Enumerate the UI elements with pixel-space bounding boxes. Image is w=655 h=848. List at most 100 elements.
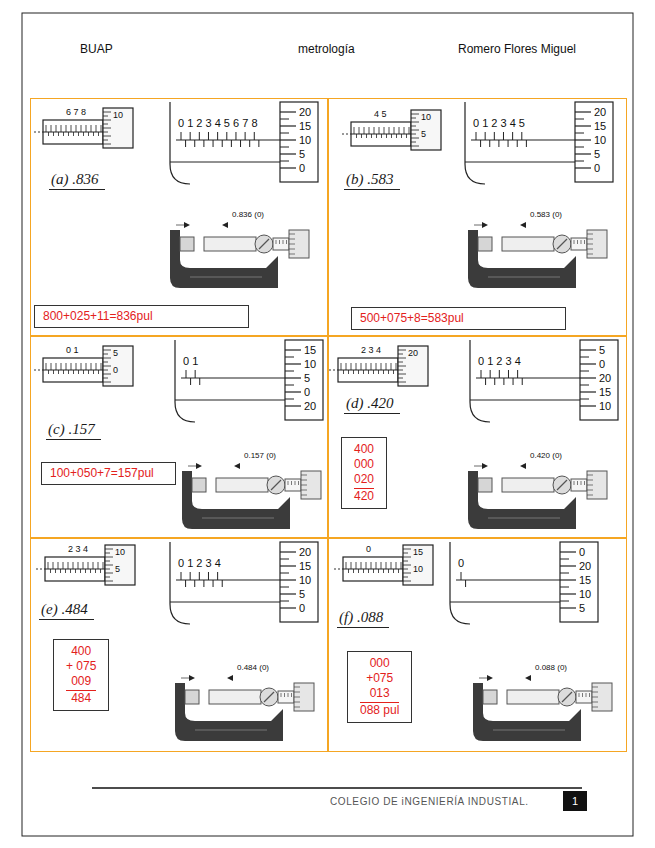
thimble-number: 5 <box>115 564 120 575</box>
thimble <box>103 346 133 386</box>
thimble-number: 10 <box>579 588 591 601</box>
spindle <box>502 478 554 492</box>
sleeve-tick <box>371 134 372 138</box>
thimble-tick <box>103 354 108 355</box>
sleeve-tick <box>396 134 397 138</box>
thimble-tick <box>103 374 111 375</box>
calculation-text: 500+075+8=583pul <box>360 311 557 326</box>
reference-line <box>456 579 560 580</box>
arrow-mark <box>482 463 488 469</box>
sleeve-tick <box>91 363 92 370</box>
reference-line <box>476 377 580 378</box>
header-text: metrología <box>298 42 355 56</box>
thimble-tick <box>285 363 301 364</box>
thimble-number: 15 <box>579 574 591 587</box>
sleeve-tick <box>291 481 292 485</box>
spindle <box>216 478 268 492</box>
arrow-mark <box>227 675 233 681</box>
sleeve-tick <box>258 140 259 147</box>
sleeve-tick <box>73 370 74 374</box>
calculation-text: 009 <box>66 674 96 689</box>
lock-nut <box>553 235 571 253</box>
frame-highlight <box>488 277 560 278</box>
frame-outline <box>470 340 490 422</box>
micrometer-frame <box>175 683 283 741</box>
thimble-tick <box>285 399 294 400</box>
thimble-tick <box>592 687 598 688</box>
thimble-tick <box>105 581 113 582</box>
thimble-tick <box>580 385 589 386</box>
thimble-tick <box>105 577 110 578</box>
thimble-tick <box>403 553 408 554</box>
thimble-tick <box>105 557 113 558</box>
sleeve-tick <box>584 240 585 244</box>
thimble-tick <box>398 378 403 379</box>
frame-outline <box>175 340 195 422</box>
measure-line <box>479 678 487 679</box>
thimble-tick <box>398 370 403 371</box>
micrometer-frame <box>170 230 278 288</box>
sleeve-tick <box>574 240 575 244</box>
sleeve-tick <box>371 562 372 569</box>
thimble-number: 10 <box>599 400 611 413</box>
sleeve-tick <box>288 693 289 697</box>
frame-outline <box>170 542 190 624</box>
thimble-tick <box>280 119 289 120</box>
thimble-tick <box>289 254 295 255</box>
sleeve-tick <box>226 132 227 140</box>
thimble-number: 0 <box>304 386 310 399</box>
sleeve-tick <box>586 693 587 697</box>
sleeve-tick <box>186 370 187 378</box>
reading-panel: (e) .484400+ 075009484 <box>30 538 328 752</box>
calculation-text: 420 <box>354 488 374 504</box>
sleeve-tick <box>181 132 182 140</box>
thimble-tick <box>285 385 294 386</box>
sleeve-tick <box>363 569 364 573</box>
sleeve-tick <box>70 569 71 573</box>
handwritten-reading: (f) .088 <box>337 609 389 628</box>
sleeve-tick <box>378 569 379 573</box>
reading-panel: (d) .420400000020420 <box>328 336 627 538</box>
micrometer-illustration <box>342 102 613 288</box>
sleeve-tick <box>63 132 64 136</box>
sleeve-tick <box>378 370 379 374</box>
sleeve-tick <box>361 363 362 370</box>
spindle <box>507 690 559 704</box>
sleeve-tick <box>86 363 87 370</box>
arrow-mark <box>487 675 493 681</box>
sleeve-tick <box>66 363 67 370</box>
sleeve-tick <box>358 370 359 374</box>
thimble-tick <box>560 551 576 552</box>
thimble-number: 0 <box>594 162 600 175</box>
reference-line <box>43 370 103 371</box>
thimble-number: 10 <box>299 574 311 587</box>
thimble-tick <box>398 350 406 351</box>
calculation-text: 020 <box>354 472 374 487</box>
sleeve-tick <box>512 132 513 140</box>
thimble-tick <box>592 707 598 708</box>
sleeve-tick <box>358 569 359 573</box>
thimble-number: 5 <box>599 344 605 357</box>
thimble-number: 10 <box>113 110 123 121</box>
arrow-mark <box>234 463 240 469</box>
sleeve-tick <box>76 125 77 132</box>
thimble-tick <box>592 697 598 698</box>
sleeve-tick <box>490 370 491 378</box>
sleeve-tick <box>279 240 280 244</box>
sleeve-tick <box>348 370 349 374</box>
sleeve-tick <box>295 481 296 485</box>
sleeve-tick <box>373 370 374 374</box>
sleeve-tick <box>386 562 387 569</box>
thimble-number: 10 <box>299 134 311 147</box>
lock-nut-slot <box>259 239 269 249</box>
thimble <box>587 230 607 258</box>
sleeve-tick <box>50 569 51 573</box>
thimble-tick <box>103 370 108 371</box>
sleeve-tick <box>181 572 182 580</box>
sleeve-tick <box>384 127 385 134</box>
sleeve-tick <box>103 562 104 569</box>
sleeve-tick <box>373 569 374 573</box>
thimble-tick <box>103 140 108 141</box>
lock-nut-slot <box>271 480 281 490</box>
